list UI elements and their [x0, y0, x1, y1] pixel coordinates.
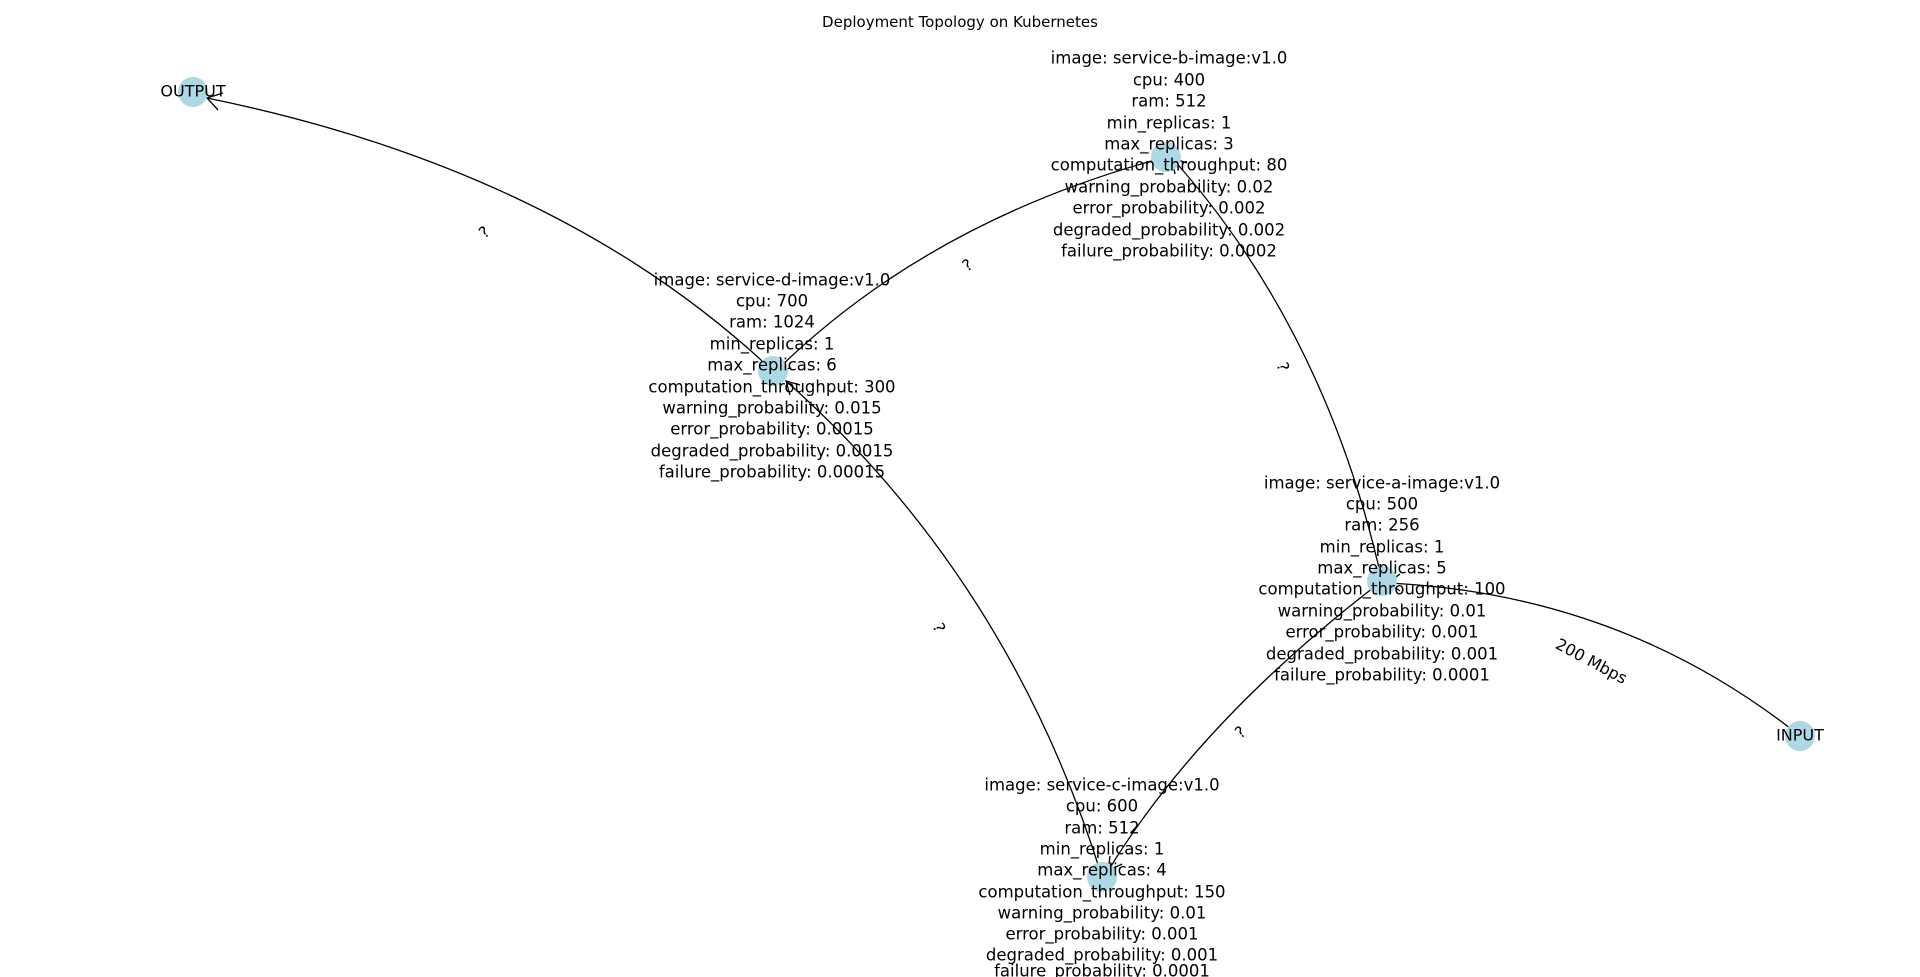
attr-error-probability: error_probability: 0.002 [1072, 199, 1265, 219]
attr-min-replicas: min_replicas: 1 [710, 335, 835, 355]
attr-ram: ram: 1024 [729, 313, 815, 332]
edge-label: ? [1273, 360, 1294, 374]
attr-min-replicas: min_replicas: 1 [1320, 538, 1445, 558]
nodes: OUTPUT INPUT [160, 77, 1824, 892]
attr-image: image: service-d-image:v1.0 [654, 271, 891, 290]
node-input [1785, 721, 1815, 751]
node-service-a [1367, 566, 1397, 596]
attr-image: image: service-b-image:v1.0 [1051, 49, 1288, 68]
attr-ram: ram: 512 [1131, 92, 1206, 111]
attr-cpu: cpu: 500 [1346, 495, 1418, 514]
attr-failure-probability: failure_probability: 0.0001 [994, 962, 1210, 977]
attr-max-replicas: max_replicas: 6 [707, 356, 837, 376]
attr-max-replicas: max_replicas: 3 [1104, 135, 1234, 155]
attr-error-probability: error_probability: 0.001 [1285, 623, 1478, 643]
attr-failure-probability: failure_probability: 0.0002 [1061, 242, 1277, 262]
attr-computation-throughput: computation_throughput: 150 [978, 883, 1225, 903]
attr-failure-probability: failure_probability: 0.0001 [1274, 666, 1490, 686]
node-service-d [758, 356, 788, 386]
attr-image: image: service-a-image:v1.0 [1264, 474, 1500, 493]
attr-cpu: cpu: 400 [1133, 71, 1205, 90]
attr-degraded-probability: degraded_probability: 0.001 [1266, 645, 1498, 665]
attr-failure-probability: failure_probability: 0.00015 [659, 463, 885, 483]
edge-label: ? [959, 255, 977, 276]
node-output [178, 77, 208, 107]
attr-ram: ram: 512 [1064, 819, 1139, 838]
attr-cpu: cpu: 700 [736, 292, 808, 311]
diagram-title: Deployment Topology on Kubernetes [822, 13, 1098, 31]
node-label-input: INPUT [1776, 726, 1824, 745]
service-d-attributes: image: service-d-image:v1.0 cpu: 700 ram… [648, 271, 895, 483]
attr-error-probability: error_probability: 0.0015 [670, 420, 874, 440]
edges: 200 Mbps ? ? ? ? ? [205, 92, 1801, 878]
attr-min-replicas: min_replicas: 1 [1107, 114, 1232, 134]
attr-degraded-probability: degraded_probability: 0.001 [986, 946, 1218, 966]
attr-degraded-probability: degraded_probability: 0.002 [1053, 221, 1285, 241]
attr-warning-probability: warning_probability: 0.015 [662, 399, 881, 419]
service-b-attributes: image: service-b-image:v1.0 cpu: 400 ram… [1051, 49, 1288, 262]
node-service-b [1151, 142, 1181, 172]
node-service-c [1087, 862, 1117, 892]
attr-degraded-probability: degraded_probability: 0.0015 [651, 442, 894, 462]
attr-max-replicas: max_replicas: 4 [1037, 861, 1167, 881]
attr-max-replicas: max_replicas: 5 [1317, 559, 1447, 579]
attr-computation-throughput: computation_throughput: 100 [1258, 580, 1505, 600]
edge-label: ? [1231, 722, 1249, 742]
attr-warning-probability: warning_probability: 0.01 [1278, 602, 1487, 622]
attr-computation-throughput: computation_throughput: 300 [648, 378, 895, 398]
attr-error-probability: error_probability: 0.001 [1005, 925, 1198, 945]
service-c-attributes: image: service-c-image:v1.0 cpu: 600 ram… [978, 776, 1225, 977]
attr-warning-probability: warning_probability: 0.02 [1065, 178, 1274, 198]
service-a-attributes: image: service-a-image:v1.0 cpu: 500 ram… [1258, 474, 1505, 686]
node-label-output: OUTPUT [160, 82, 225, 101]
edge-label: ? [475, 222, 494, 242]
edge-service-d-to-output: ? [205, 92, 774, 372]
attr-image: image: service-c-image:v1.0 [984, 776, 1219, 795]
attr-cpu: cpu: 600 [1066, 797, 1138, 816]
attr-min-replicas: min_replicas: 1 [1040, 840, 1165, 860]
attr-ram: ram: 256 [1344, 516, 1419, 535]
edge-label: ? [929, 620, 950, 635]
edge-label: 200 Mbps [1553, 634, 1631, 687]
attr-warning-probability: warning_probability: 0.01 [998, 904, 1207, 924]
attr-computation-throughput: computation_throughput: 80 [1051, 156, 1288, 176]
